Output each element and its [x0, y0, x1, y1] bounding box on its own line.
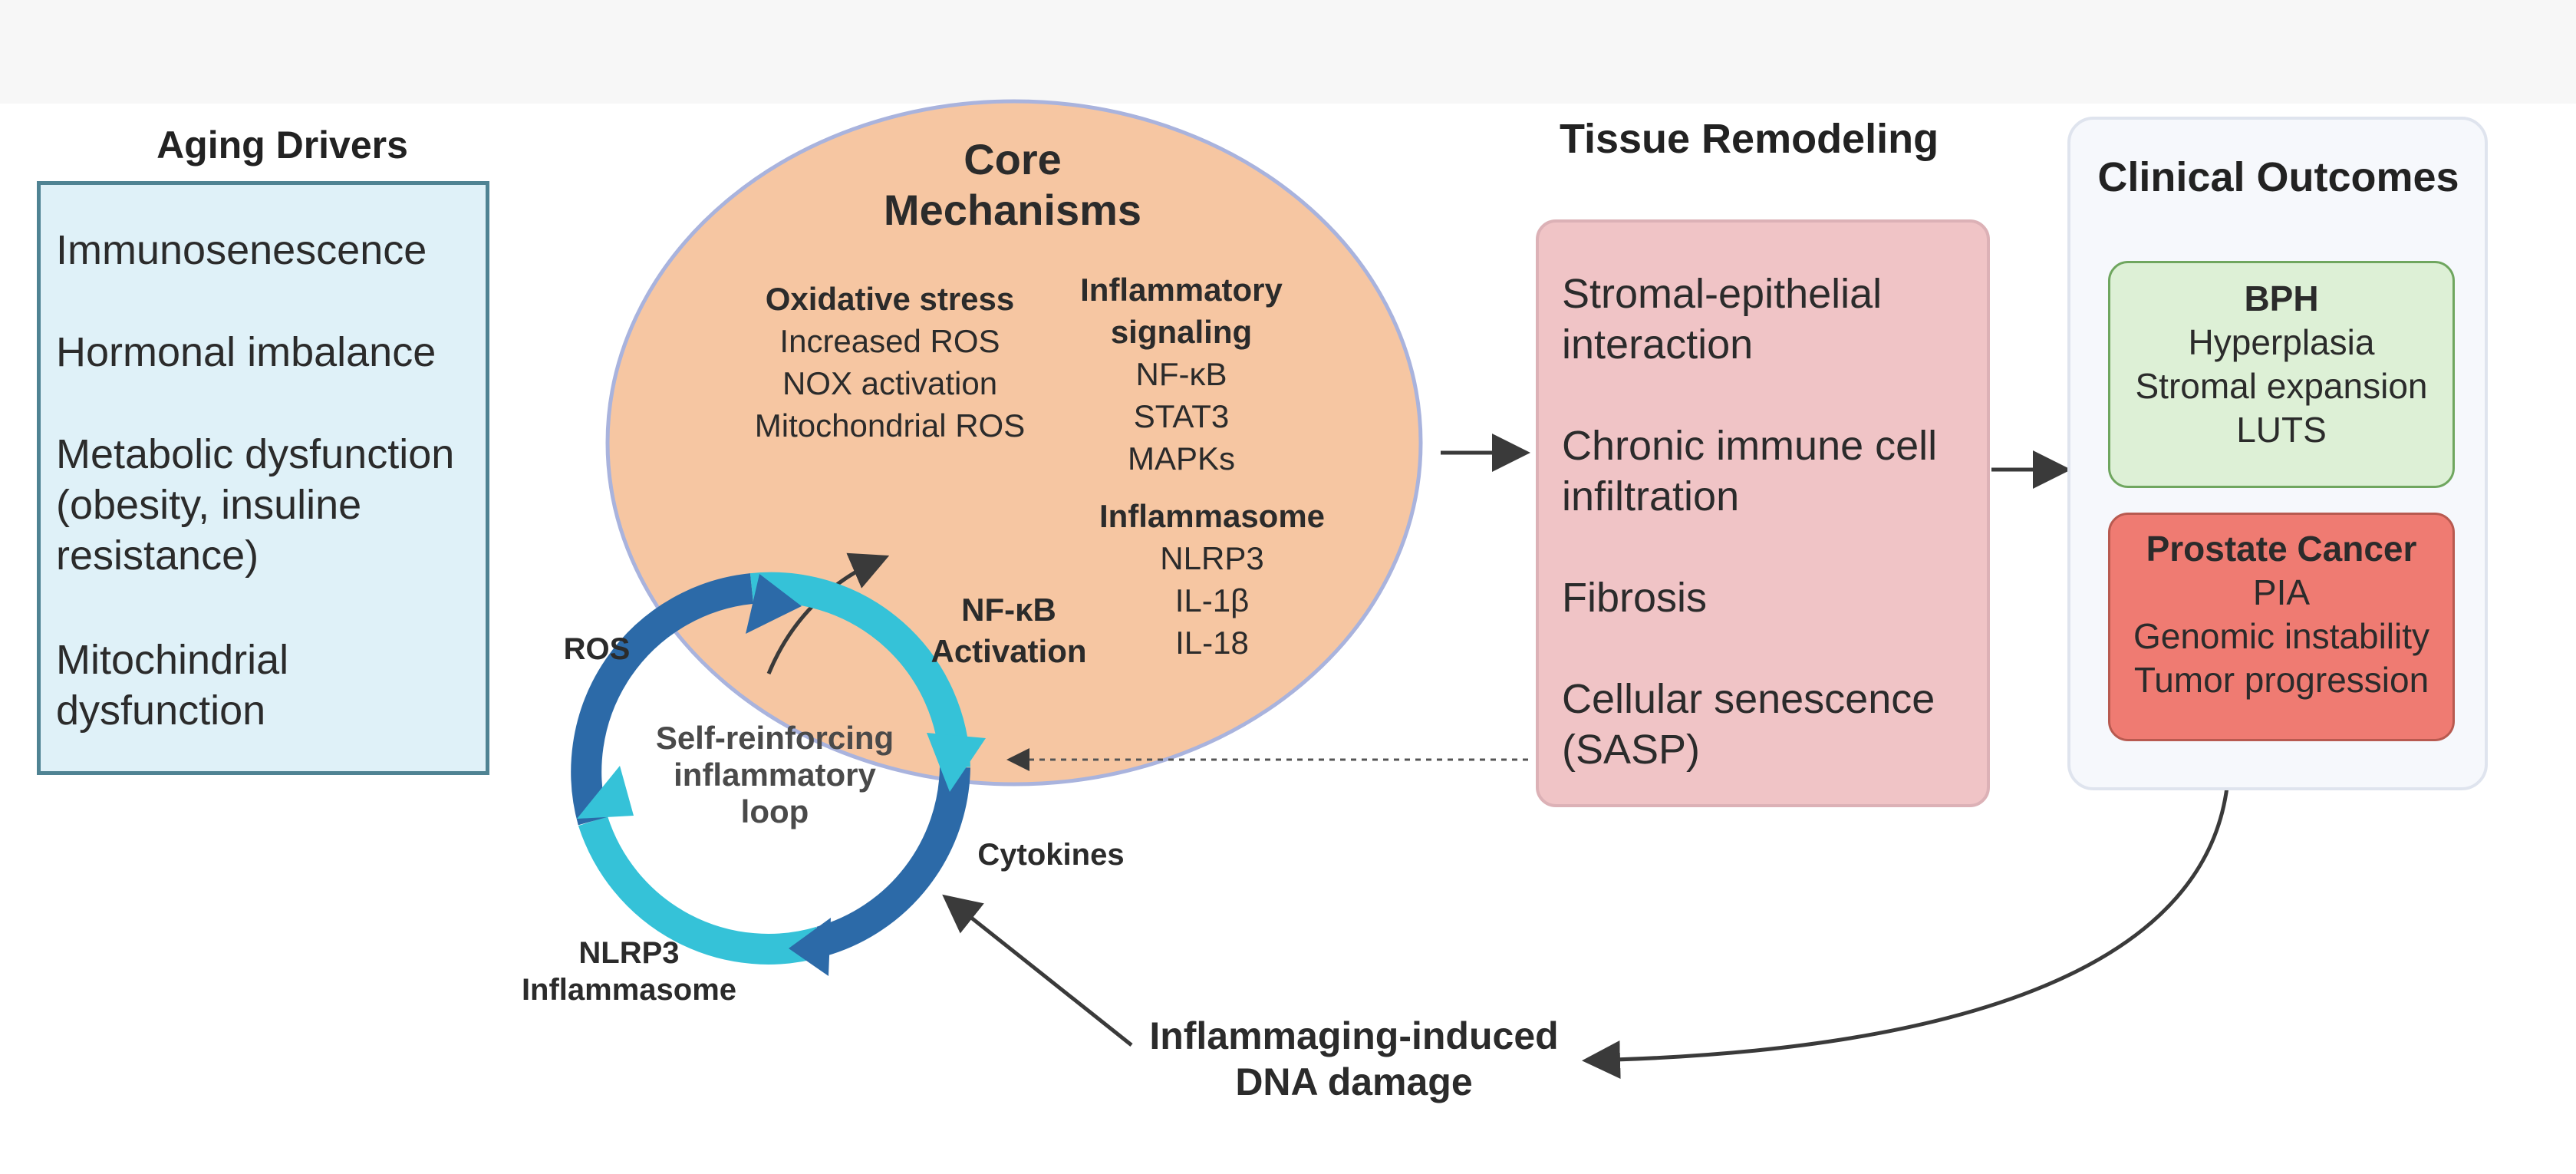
nfkb-activation-label: NF-κB Activation	[931, 592, 1087, 669]
bph-item: Hyperplasia	[2188, 322, 2375, 362]
mechanism-item: IL-1β	[1174, 582, 1250, 618]
bph-box: BPH Hyperplasia Stromal expansion LUTS	[2108, 261, 2455, 488]
clinical-outcomes-title: Clinical Outcomes	[2097, 154, 2459, 200]
tissue-item: Chronic immune cell infiltration	[1562, 423, 1938, 519]
mechanism-item: IL-18	[1175, 625, 1249, 661]
inflammasome-group: Inflammasome NLRP3 IL-1β IL-18	[1074, 495, 1350, 664]
mechanism-item: NF-κB	[1135, 356, 1227, 392]
cytokines-label: Cytokines	[977, 838, 1125, 872]
inflammatory-loop-ring	[571, 572, 986, 976]
prostate-cancer-item: Tumor progression	[2133, 660, 2429, 700]
mechanism-item: Increased ROS	[779, 323, 1000, 359]
aging-drivers-box: Immunosenescence Hormonal imbalance Meta…	[37, 181, 489, 775]
inflammatory-signaling-heading: Inflammatory signaling	[1080, 272, 1283, 350]
driver-item: Mitochindrial dysfunction	[56, 637, 289, 734]
prostate-cancer-item: PIA	[2252, 572, 2311, 612]
prostate-cancer-box: Prostate Cancer PIA Genomic instability …	[2108, 513, 2455, 741]
ros-label: ROS	[563, 632, 631, 666]
driver-item: Hormonal imbalance	[56, 329, 436, 375]
arrow-dna-to-loop	[942, 894, 1133, 1047]
mechanism-item: Mitochondrial ROS	[754, 407, 1026, 444]
oxidative-stress-heading: Oxidative stress	[765, 281, 1015, 317]
tissue-remodeling-box: Stromal-epithelial interaction Chronic i…	[1536, 219, 1990, 807]
mechanism-item: NOX activation	[782, 365, 998, 401]
mechanism-item: STAT3	[1133, 398, 1230, 434]
dna-damage-label: Inflammaging-induced DNA damage	[1149, 1014, 1559, 1103]
core-mechanisms-title: Core Mechanisms	[883, 135, 1142, 234]
mechanism-item: MAPKs	[1127, 440, 1236, 477]
prostate-cancer-item: Genomic instability	[2133, 616, 2430, 656]
bph-heading: BPH	[2244, 279, 2319, 318]
inflammatory-signaling-group: Inflammatory signaling NF-κB STAT3 MAPKs	[1066, 269, 1296, 480]
loop-arrowhead-bottom	[789, 918, 831, 976]
driver-item: Immunosenescence	[56, 227, 427, 273]
bph-item: Stromal expansion	[2135, 366, 2428, 406]
prostate-cancer-heading: Prostate Cancer	[2146, 529, 2417, 569]
aging-drivers-title: Aging Drivers	[156, 124, 408, 167]
loop-center-label: Self-reinforcing inflammatory loop	[655, 720, 894, 829]
loop-arrowhead-top	[746, 574, 802, 634]
curved-arrow-to-dna-damage	[1582, 770, 2231, 1080]
inflammasome-heading: Inflammasome	[1099, 498, 1326, 534]
bph-item: LUTS	[2236, 410, 2327, 450]
oxidative-stress-group: Oxidative stress Increased ROS NOX activ…	[733, 278, 1047, 447]
tissue-item: Cellular senescence (SASP)	[1562, 676, 1935, 773]
loop-arrowhead-left	[577, 766, 634, 819]
tissue-item: Stromal-epithelial interaction	[1562, 271, 1883, 368]
tissue-item: Fibrosis	[1562, 575, 1708, 621]
driver-item: Metabolic dysfunction (obesity, insuline…	[56, 431, 455, 579]
mechanism-item: NLRP3	[1160, 540, 1264, 576]
loop-arrowhead-right	[927, 733, 986, 792]
nlrp3-inflammasome-label: NLRP3 Inflammasome	[521, 936, 737, 1007]
core-mechanisms-ellipse	[605, 99, 1423, 787]
tissue-remodeling-title: Tissue Remodeling	[1559, 116, 1939, 162]
top-band	[0, 0, 2576, 104]
